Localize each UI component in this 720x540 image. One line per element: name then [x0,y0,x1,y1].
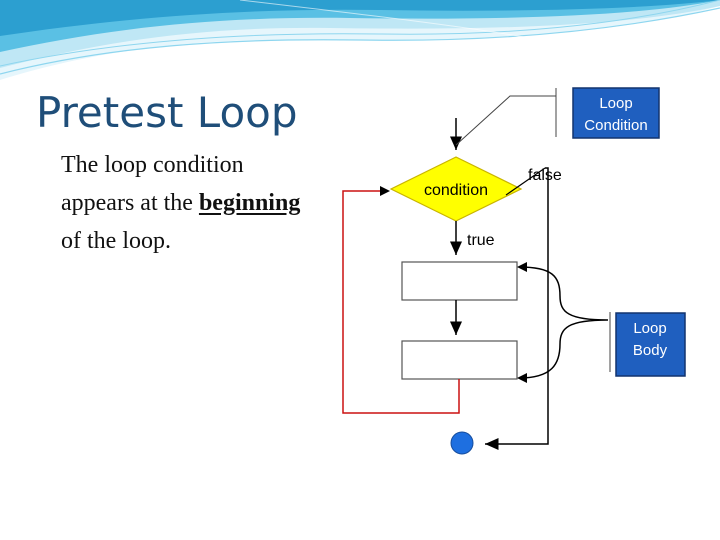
loop-condition-callout [572,87,660,139]
decision-label: condition [424,182,488,199]
statement-box-2 [401,340,518,380]
body-text-emphasis: beginning [198,190,301,216]
body-text-before: The loop condition appears at the [61,152,244,216]
header-wave [0,0,720,80]
terminal-node [450,431,474,455]
loop-condition-text-line1: Loop [599,95,632,112]
body-text-after: of the loop. [61,228,171,254]
false-label: false [528,167,562,184]
condition-callout-leader [455,95,556,146]
slide-body-text: The loop condition appears at the beginn… [61,146,301,260]
true-label: true [467,232,495,249]
body-brace [518,266,609,379]
statement-box-1 [401,261,518,301]
loop-body-text-line1: Loop [633,320,666,337]
slide-title: Pretest Loop [36,88,298,137]
loop-back-line [342,190,460,414]
loop-body-callout [615,312,686,377]
loop-condition-text-line2: Condition [584,117,647,134]
exit-path [485,167,549,450]
false-arrow [505,167,546,196]
loop-body-text-line2: Body [633,342,668,359]
